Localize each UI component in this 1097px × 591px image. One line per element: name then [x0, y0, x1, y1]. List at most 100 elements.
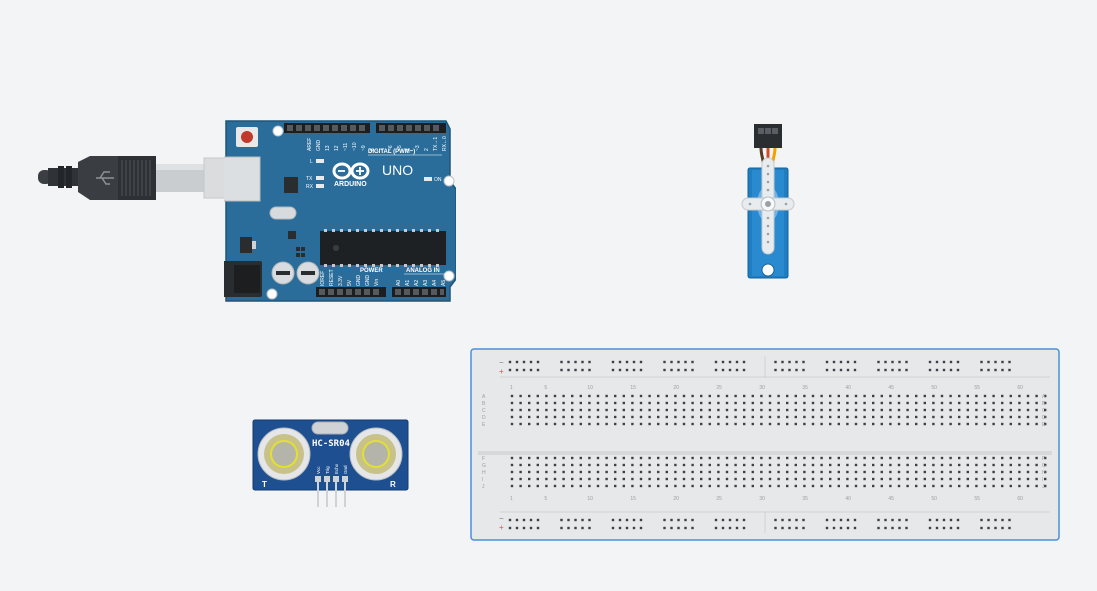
- breadboard-hole[interactable]: [657, 415, 660, 419]
- breadboard-hole[interactable]: [928, 368, 932, 372]
- breadboard-hole[interactable]: [510, 401, 514, 405]
- breadboard-hole[interactable]: [889, 422, 892, 426]
- breadboard-hole[interactable]: [786, 484, 789, 488]
- breadboard-hole[interactable]: [639, 518, 643, 522]
- breadboard-hole[interactable]: [854, 463, 858, 467]
- breadboard-hole[interactable]: [700, 477, 703, 481]
- breadboard-hole[interactable]: [923, 408, 926, 412]
- breadboard-hole[interactable]: [674, 415, 677, 419]
- breadboard-hole[interactable]: [905, 360, 908, 364]
- breadboard-hole[interactable]: [811, 470, 815, 474]
- breadboard-hole[interactable]: [863, 484, 866, 488]
- breadboard-hole[interactable]: [846, 360, 850, 364]
- breadboard-hole[interactable]: [648, 477, 651, 481]
- breadboard-hole[interactable]: [940, 408, 944, 412]
- breadboard-hole[interactable]: [940, 463, 944, 467]
- breadboard-hole[interactable]: [1009, 470, 1012, 474]
- breadboard-hole[interactable]: [519, 394, 522, 398]
- breadboard-hole[interactable]: [665, 484, 668, 488]
- breadboard-hole[interactable]: [670, 518, 673, 522]
- breadboard-hole[interactable]: [889, 470, 892, 474]
- breadboard-hole[interactable]: [880, 477, 883, 481]
- breadboard-hole[interactable]: [528, 408, 531, 412]
- breadboard-hole[interactable]: [1001, 484, 1004, 488]
- breadboard-hole[interactable]: [923, 415, 926, 419]
- breadboard-hole[interactable]: [803, 477, 806, 481]
- breadboard-hole[interactable]: [992, 401, 995, 405]
- breadboard-hole[interactable]: [786, 477, 789, 481]
- breadboard-hole[interactable]: [877, 368, 880, 372]
- breadboard-hole[interactable]: [605, 470, 608, 474]
- breadboard-hole[interactable]: [625, 526, 629, 530]
- breadboard-hole[interactable]: [811, 463, 815, 467]
- breadboard-hole[interactable]: [605, 484, 608, 488]
- breadboard-hole[interactable]: [734, 470, 737, 474]
- breadboard-hole[interactable]: [863, 456, 866, 460]
- breadboard-hole[interactable]: [958, 456, 961, 460]
- breadboard-hole[interactable]: [682, 456, 686, 460]
- breadboard-hole[interactable]: [674, 484, 677, 488]
- breadboard-hole[interactable]: [536, 518, 540, 522]
- breadboard-hole[interactable]: [700, 394, 703, 398]
- breadboard-hole[interactable]: [932, 456, 935, 460]
- breadboard-hole[interactable]: [1001, 408, 1004, 412]
- breadboard-hole[interactable]: [631, 408, 634, 412]
- breadboard-hole[interactable]: [829, 456, 832, 460]
- breadboard-hole[interactable]: [811, 484, 815, 488]
- breadboard-hole[interactable]: [742, 518, 746, 522]
- breadboard-hole[interactable]: [735, 526, 739, 530]
- breadboard-hole[interactable]: [829, 401, 832, 405]
- breadboard-hole[interactable]: [510, 463, 514, 467]
- breadboard-hole[interactable]: [777, 415, 780, 419]
- breadboard-hole[interactable]: [684, 360, 687, 364]
- breadboard-hole[interactable]: [1026, 394, 1030, 398]
- breadboard-hole[interactable]: [897, 401, 901, 405]
- breadboard-hole[interactable]: [832, 526, 836, 530]
- breadboard-hole[interactable]: [684, 368, 687, 372]
- breadboard-hole[interactable]: [510, 408, 514, 412]
- breadboard-hole[interactable]: [774, 526, 777, 530]
- breadboard-hole[interactable]: [1001, 470, 1004, 474]
- breadboard-hole[interactable]: [691, 360, 694, 364]
- breadboard-hole[interactable]: [994, 526, 997, 530]
- breadboard-hole[interactable]: [863, 415, 866, 419]
- breadboard-hole[interactable]: [751, 401, 754, 405]
- breadboard-hole[interactable]: [717, 463, 720, 467]
- breadboard-hole[interactable]: [1026, 456, 1030, 460]
- breadboard-hole[interactable]: [721, 526, 725, 530]
- breadboard-hole[interactable]: [725, 477, 729, 481]
- breadboard-hole[interactable]: [528, 422, 531, 426]
- breadboard-hole[interactable]: [906, 415, 909, 419]
- breadboard-hole[interactable]: [639, 463, 643, 467]
- breadboard-hole[interactable]: [553, 415, 557, 419]
- breadboard-hole[interactable]: [992, 456, 995, 460]
- breadboard-hole[interactable]: [983, 456, 987, 460]
- breadboard-hole[interactable]: [1009, 394, 1012, 398]
- breadboard-hole[interactable]: [956, 518, 960, 522]
- breadboard-hole[interactable]: [820, 408, 823, 412]
- breadboard-hole[interactable]: [700, 422, 703, 426]
- breadboard-hole[interactable]: [571, 415, 574, 419]
- breadboard-hole[interactable]: [682, 415, 686, 419]
- breadboard-hole[interactable]: [631, 470, 634, 474]
- breadboard-hole[interactable]: [553, 477, 557, 481]
- breadboard-hole[interactable]: [725, 484, 729, 488]
- breadboard-hole[interactable]: [631, 463, 634, 467]
- breadboard-hole[interactable]: [932, 463, 935, 467]
- breadboard-hole[interactable]: [717, 408, 720, 412]
- breadboard-hole[interactable]: [560, 526, 563, 530]
- breadboard-hole[interactable]: [898, 526, 901, 530]
- breadboard-hole[interactable]: [958, 484, 961, 488]
- breadboard-hole[interactable]: [663, 518, 666, 522]
- breadboard-hole[interactable]: [958, 408, 961, 412]
- breadboard-hole[interactable]: [588, 360, 591, 364]
- breadboard-hole[interactable]: [708, 415, 711, 419]
- breadboard-hole[interactable]: [588, 526, 591, 530]
- breadboard-hole[interactable]: [691, 518, 694, 522]
- breadboard-hole[interactable]: [777, 470, 780, 474]
- breadboard-hole[interactable]: [802, 518, 805, 522]
- breadboard-hole[interactable]: [1035, 463, 1038, 467]
- breadboard-hole[interactable]: [949, 518, 953, 522]
- breadboard-hole[interactable]: [708, 456, 711, 460]
- breadboard-hole[interactable]: [743, 408, 746, 412]
